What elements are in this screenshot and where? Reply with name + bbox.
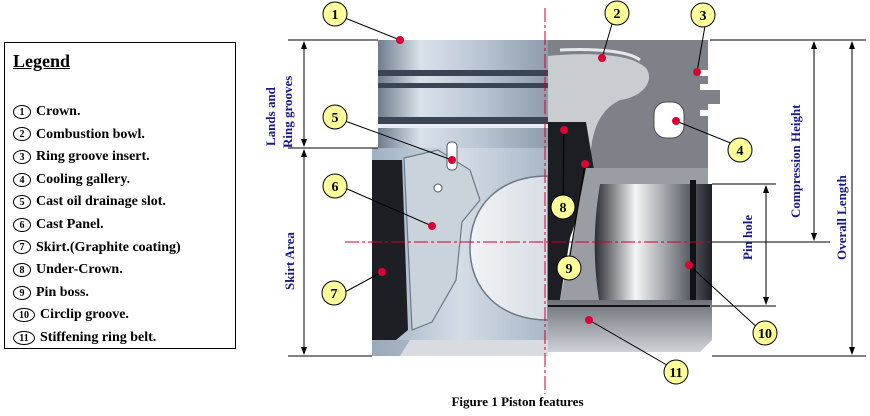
legend-label: Cast oil drainage slot. <box>36 194 166 210</box>
marker-dots <box>378 36 701 324</box>
callout-4: 4 <box>727 137 753 163</box>
legend-title: Legend <box>13 51 71 71</box>
legend-label: Combustion bowl. <box>36 126 145 142</box>
legend-number: 2 <box>13 127 31 142</box>
legend-label: Crown. <box>36 104 81 119</box>
callout-10: 10 <box>752 320 778 346</box>
dimension-arrows <box>301 41 855 355</box>
legend-list: 1 Crown. 2 Combustion bowl. 3 Ring groove i… <box>13 101 181 350</box>
legend-number: 9 <box>13 285 31 300</box>
legend-number: 10 <box>13 308 35 323</box>
callout-10-number: 10 <box>758 327 772 342</box>
callout-7: 7 <box>321 280 347 306</box>
callout-6: 6 <box>322 173 348 199</box>
legend-number: 11 <box>13 330 35 345</box>
legend-item: 7 Skirt.(Graphite coating) <box>13 237 181 260</box>
legend-box: Legend 1 Crown. 2 Combustion bowl. 3 Ring g… <box>4 42 236 349</box>
pin-hole-label: Pin hole <box>740 215 755 260</box>
callout-11: 11 <box>663 359 689 385</box>
callout-7-number: 7 <box>331 287 338 302</box>
legend-number: 5 <box>13 195 31 210</box>
legend-label: Stiffening ring belt. <box>40 329 157 345</box>
piston-section-half <box>548 40 720 352</box>
figure-caption: Figure 1 Piston features <box>451 394 584 409</box>
callout-11-number: 11 <box>669 366 682 381</box>
callout-5: 5 <box>322 104 348 130</box>
lands-label-line2: Ring grooves <box>280 76 295 148</box>
lands-label-line1: Lands and <box>263 86 278 146</box>
legend-label: Ring groove insert. <box>36 149 150 165</box>
dimension-lines <box>288 39 866 357</box>
legend-number: 7 <box>13 240 31 255</box>
skirt-area-label: Skirt Area <box>282 232 297 290</box>
callout-4-number: 4 <box>737 144 744 159</box>
legend-number: 3 <box>13 149 31 164</box>
callout-2: 2 <box>604 0 630 26</box>
legend-label: Skirt.(Graphite coating) <box>36 239 181 255</box>
overall-length-label: Overall Length <box>834 174 849 260</box>
callout-5-number: 5 <box>332 111 339 126</box>
legend-item: 2 Combustion bowl. <box>13 124 181 147</box>
legend-label: Circlip groove. <box>40 307 129 323</box>
callout-1: 1 <box>322 1 348 27</box>
piston-external-half <box>372 40 549 356</box>
callout-1-number: 1 <box>332 8 339 23</box>
leader-lines <box>344 17 761 369</box>
legend-item: 4 Cooling gallery. <box>13 169 181 192</box>
callout-9-number: 9 <box>566 262 573 277</box>
legend-item: 8 Under-Crown. <box>13 259 181 282</box>
legend-label: Under-Crown. <box>36 262 123 278</box>
legend-number: 6 <box>13 217 31 232</box>
callout-6-number: 6 <box>332 180 339 195</box>
callout-3: 3 <box>690 2 716 28</box>
legend-number: 8 <box>13 262 31 277</box>
callout-9: 9 <box>556 255 582 281</box>
legend-label: Pin boss. <box>36 284 89 300</box>
legend-number: 4 <box>13 172 31 187</box>
callout-8-number: 8 <box>560 201 567 216</box>
callout-3-number: 3 <box>700 9 707 24</box>
legend-label: Cooling gallery. <box>36 171 131 187</box>
callout-2-number: 2 <box>614 7 621 22</box>
callout-8: 8 <box>550 194 576 220</box>
legend-item: 10 Circlip groove. <box>13 304 181 327</box>
legend-label: Cast Panel. <box>36 216 104 232</box>
legend-item: 9 Pin boss. <box>13 282 181 305</box>
legend-item: 3 Ring groove insert. <box>13 146 181 169</box>
legend-number: 1 <box>13 104 31 119</box>
legend-item: 11 Stiffening ring belt. <box>13 327 181 350</box>
compression-height-label: Compression Height <box>788 104 803 218</box>
legend-item: 6 Cast Panel. <box>13 214 181 237</box>
legend-item: 5 Cast oil drainage slot. <box>13 191 181 214</box>
legend-item: 1 Crown. <box>13 101 181 124</box>
